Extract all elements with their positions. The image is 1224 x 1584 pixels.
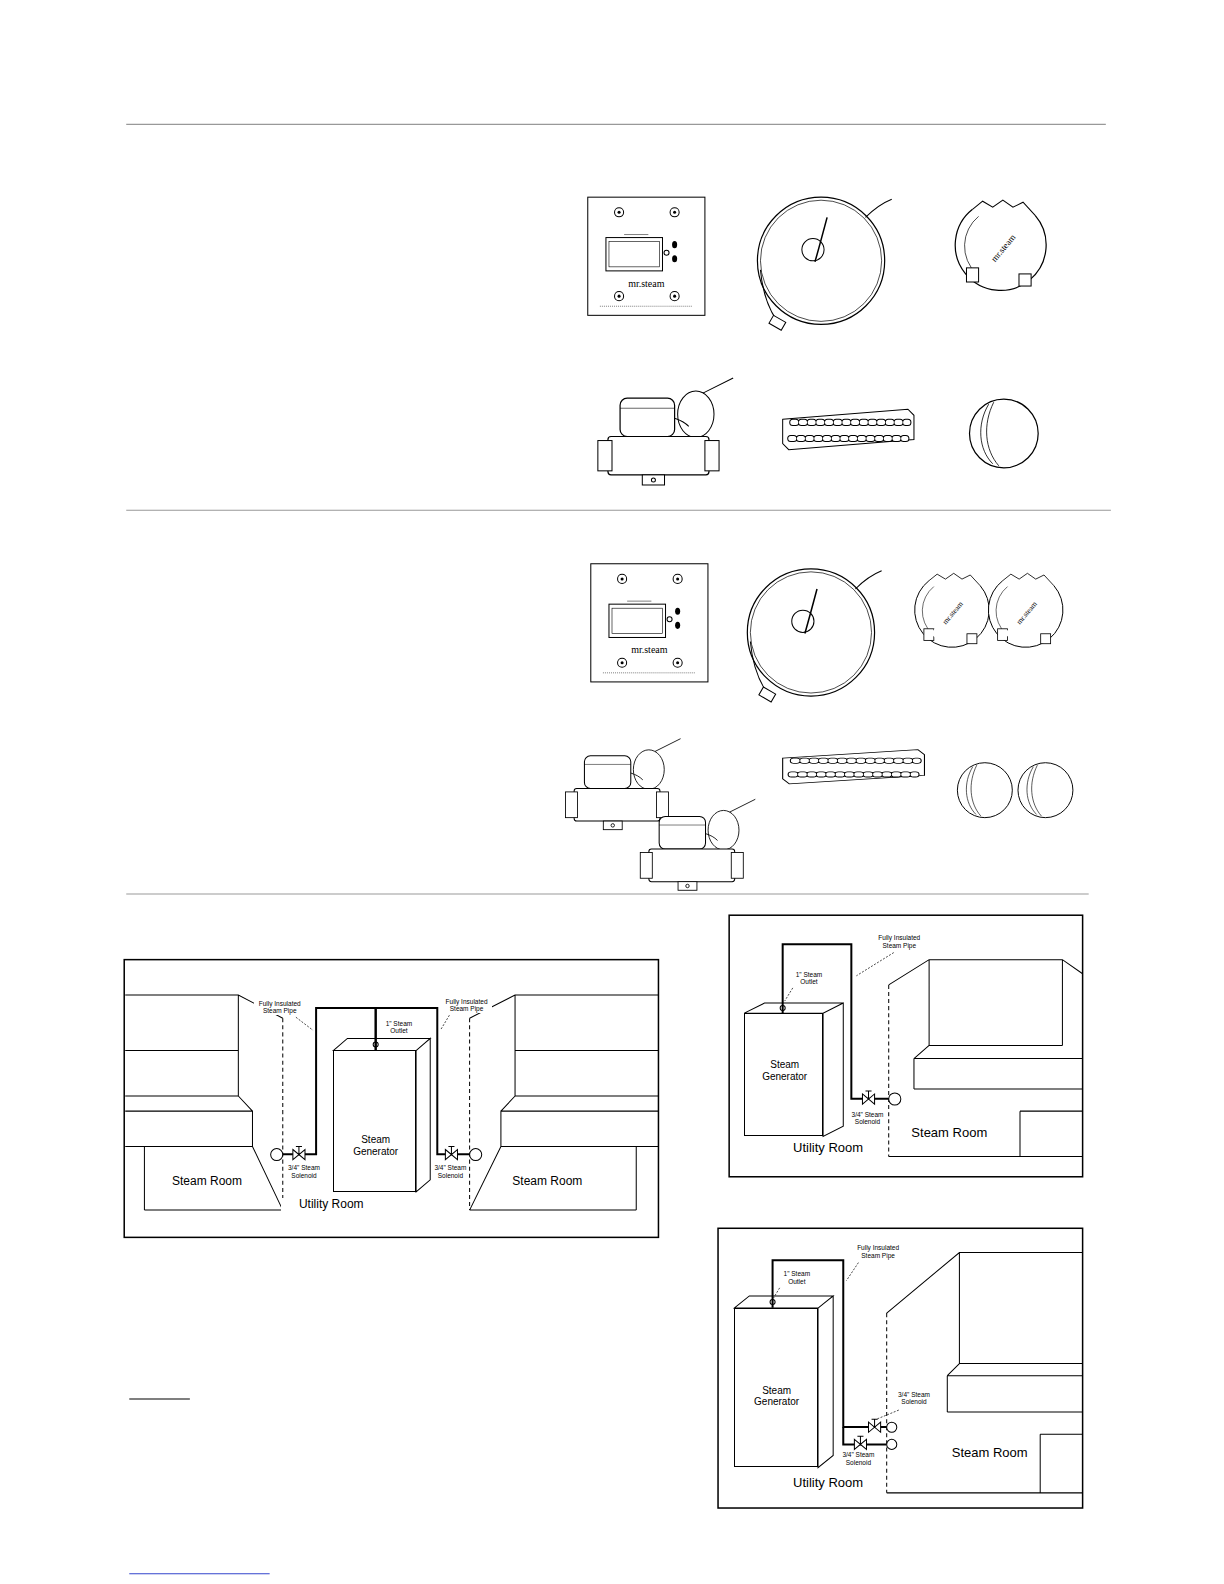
generator-name: Steam Generator bbox=[345, 1134, 406, 1157]
steamhead-cap bbox=[1018, 763, 1073, 818]
outlet-label: 1" Steam Outlet bbox=[790, 971, 828, 986]
brand-mark: mr.steam bbox=[609, 644, 690, 656]
room-sketch bbox=[470, 995, 659, 1210]
solenoid-valve bbox=[640, 799, 755, 890]
steamhead-cover bbox=[988, 573, 1063, 647]
room-wall bbox=[888, 985, 889, 1157]
solenoid-label: 3/4" Steam Solenoid bbox=[432, 1164, 468, 1179]
room-name: Steam Room bbox=[907, 1126, 992, 1141]
solenoid-label: 3/4" Steam Solenoid bbox=[848, 1111, 886, 1126]
room-wall bbox=[282, 1018, 283, 1210]
steam-head bbox=[887, 1439, 897, 1449]
generator-name: Steam Generator bbox=[746, 1385, 807, 1408]
room-name: Steam Room bbox=[947, 1446, 1032, 1461]
room-sketch bbox=[887, 1253, 1083, 1493]
generator-sides bbox=[333, 1038, 430, 1192]
room-name: Steam Room bbox=[506, 1175, 589, 1189]
room-sketch bbox=[125, 995, 283, 1210]
control-panel bbox=[591, 564, 708, 682]
room-label: Utility Room bbox=[281, 1198, 382, 1212]
steamhead-cover bbox=[955, 200, 1046, 290]
link-underline bbox=[129, 1573, 269, 1574]
pipe-label: Fully Insulated Steam Pipe bbox=[872, 934, 928, 949]
solenoid-valve bbox=[598, 378, 733, 485]
solenoid-label: 3/4" Steam Solenoid bbox=[285, 1164, 323, 1179]
steam-generator-box: Steam Generator bbox=[333, 1050, 416, 1191]
solenoid-symbol bbox=[862, 1091, 874, 1104]
pipe-label: Fully Insulated Steam Pipe bbox=[254, 1000, 304, 1015]
solenoid-label: 3/4" Steam Solenoid bbox=[895, 1391, 933, 1406]
pipe-label: Fully Insulated Steam Pipe bbox=[850, 1244, 906, 1259]
steam-head bbox=[271, 1148, 283, 1160]
room-wall bbox=[469, 1018, 470, 1210]
outlet-label: 1" Steam Outlet bbox=[380, 1020, 418, 1035]
steam-head bbox=[889, 1093, 901, 1105]
generator-name: Steam Generator bbox=[754, 1059, 815, 1082]
steam-head bbox=[887, 1422, 897, 1432]
solenoid-label: 3/4" Steam Solenoid bbox=[839, 1451, 877, 1466]
steamhead-cover bbox=[915, 573, 990, 647]
room-name: Steam Room bbox=[166, 1175, 249, 1189]
room-sketch bbox=[889, 960, 1083, 1157]
steamhead-cap bbox=[970, 399, 1039, 468]
solenoid-symbol bbox=[293, 1146, 305, 1159]
generator-sides bbox=[734, 1296, 833, 1468]
steam-room: Steam Room bbox=[470, 1015, 659, 1209]
sensor-cable bbox=[757, 197, 891, 330]
sensor-cable bbox=[747, 569, 881, 702]
generator-sides bbox=[744, 1003, 843, 1136]
diagram-frame bbox=[124, 960, 658, 1238]
section-rule bbox=[126, 124, 1111, 894]
solenoid-valve bbox=[566, 739, 681, 830]
terminal-strip bbox=[783, 750, 925, 784]
room-label: Utility Room bbox=[778, 1476, 879, 1491]
diagram-frame bbox=[718, 1228, 1083, 1508]
steamhead-cap bbox=[957, 763, 1012, 818]
room-wall bbox=[886, 1313, 887, 1493]
brand-mark: mr.steam bbox=[606, 278, 687, 290]
steam-room: Steam Room bbox=[889, 964, 1083, 1156]
diagram-frame bbox=[729, 915, 1082, 1177]
underline bbox=[129, 1398, 190, 1399]
room-label: Utility Room bbox=[778, 1141, 879, 1156]
steam-room: Steam Room bbox=[125, 1015, 283, 1209]
steam-generator-box: Steam Generator bbox=[744, 1013, 823, 1136]
terminal-strip bbox=[783, 409, 914, 449]
steam-generator-box: Steam Generator bbox=[734, 1308, 818, 1468]
solenoid-symbol bbox=[445, 1146, 457, 1159]
solenoid-symbol bbox=[854, 1436, 866, 1449]
steam-head bbox=[470, 1148, 482, 1160]
solenoid-symbol bbox=[869, 1419, 881, 1432]
control-panel bbox=[588, 197, 705, 315]
pipe-label: Fully Insulated Steam Pipe bbox=[441, 998, 491, 1013]
outlet-label: 1" Steam Outlet bbox=[778, 1270, 816, 1285]
